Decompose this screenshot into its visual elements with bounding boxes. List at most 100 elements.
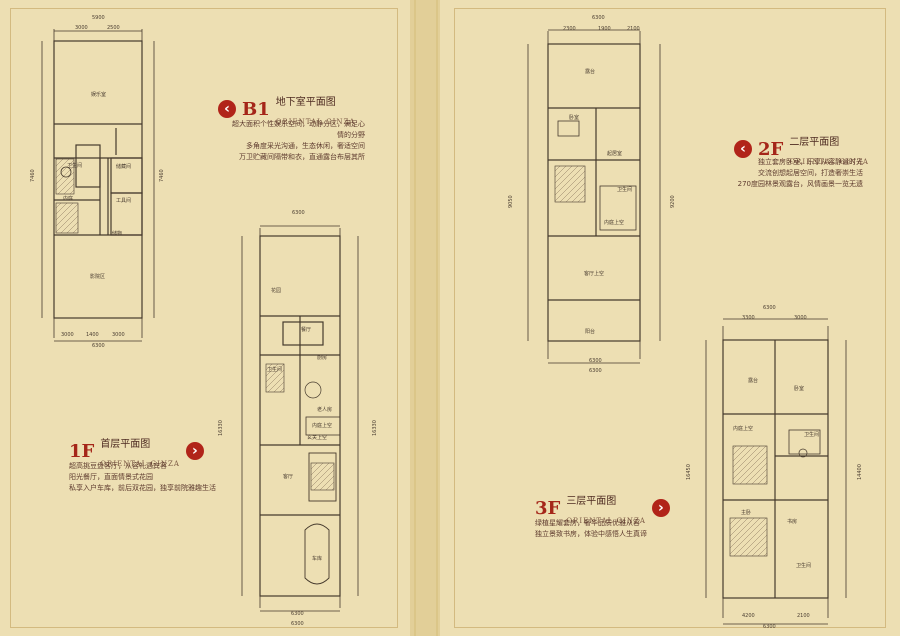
f3-room-label: 内庭上空 [733,425,753,432]
f1-room-label: 车库 [312,555,322,562]
f2-room-label: 卧室 [569,114,579,121]
f2-room-label: 起居室 [607,150,622,157]
f1-room-label: 厨房 [317,354,327,361]
b1-desc-line: 超大面积个性娱乐空间，动静分区，满足心情的分野 [232,120,365,139]
f2-level: 2F [758,138,784,160]
b1-room-label: 娱乐室 [91,91,106,98]
f2-room-label: 内庭上空 [604,219,624,226]
f3-labels: 露台 卧室 书房 卫生间 内庭上空 主卧 卫生间 6300 3300 3000 … [686,305,863,630]
dimension-label: 14400 [857,464,863,480]
dimension-label: 6300 [592,15,605,21]
f2-room-label: 卫生间 [617,186,632,193]
b1-labels: 娱乐室 卫生间 储藏间 工具间 内庭 影院区 储物 5900 3000 2500… [30,15,165,349]
f3-plan [705,318,847,625]
right-page [440,0,900,636]
dimension-label: 1900 [598,26,611,32]
back-arrow-icon: ‹ [734,140,752,158]
b1-desc-line: 多角度采光沟通，生态休闲，奢适空间 [246,142,365,150]
b1-room-label: 影院区 [90,273,105,280]
f1-title-en: ORIENTAL GINZA [100,460,180,468]
f3-desc-line: 独立景致书房，体验中感悟人生真谛 [535,530,647,538]
dimension-label: 2100 [797,613,810,619]
f1-labels: 餐厅 厨房 卫生间 老人房 内庭上空 客厅 车库 玄关上空 花园 6300 16… [218,210,378,627]
b1-room-label: 卫生间 [67,162,82,169]
forward-arrow-icon: › [651,499,670,517]
dimension-label: 6300 [763,305,776,311]
dimension-label: 5900 [92,15,105,21]
f2-room-label: 客厅上空 [584,270,604,277]
dimension-label: 2500 [107,25,120,31]
fold-shadow-right [436,0,438,636]
dimension-label: 1400 [86,332,99,338]
forward-arrow-icon: › [185,442,204,460]
f2-title-cn: 二层平面图 [789,137,840,148]
f2-description: 独立套房卧室，乐享从容静谧时光 交流创想起居空间，打造奢崇生活 270度园林景观… [730,157,863,190]
right-page-border [454,8,886,628]
dimension-label: 16330 [218,420,224,436]
left-page-border [10,8,398,628]
f3-room-label: 书房 [787,518,797,525]
dimension-label: 6300 [291,611,304,617]
f2-title-en: ORIENTAL GINZA [789,158,869,166]
f3-room-label: 卫生间 [796,562,811,569]
f2-desc-line: 270度园林景观露台，风情画景一览无遗 [737,180,863,188]
dimension-label: 6300 [763,624,776,630]
f1-level: 1F [69,440,95,462]
b1-room-label: 储物 [112,230,122,237]
dimension-label: 4200 [742,613,755,619]
b1-level: B1 [242,98,270,120]
dimension-label: 3300 [742,315,755,321]
b1-title: ‹ B1 地下室平面图 ORIENTAL GINZA [218,90,355,128]
dimension-label: 2300 [563,26,576,32]
dimension-label: 16450 [686,464,692,480]
dimension-label: 6300 [292,210,305,216]
f3-desc-line: 绿植星耀套房，奢华品质优雅从容 [535,519,640,527]
f3-room-label: 主卧 [741,509,751,516]
dimension-label: 7460 [159,169,165,182]
dimension-label: 9050 [508,195,514,208]
b1-title-cn: 地下室平面图 [275,97,336,108]
f3-room-label: 露台 [748,377,758,384]
dimension-label: 3000 [112,332,125,338]
f3-room-label: 卧室 [794,385,804,392]
b1-room-label: 内庭 [63,195,73,202]
back-arrow-icon: ‹ [218,100,236,118]
b1-description: 超大面积个性娱乐空间，动静分区，满足心情的分野 多角度采光沟通，生态休闲，奢适空… [230,119,365,163]
dimension-label: 3000 [794,315,807,321]
f2-desc-line: 交流创想起居空间，打造奢崇生活 [758,169,863,177]
dimension-label: 3000 [61,332,74,338]
f1-room-label: 内庭上空 [312,422,332,429]
f1-room-label: 餐厅 [301,326,311,333]
f3-level: 3F [535,497,561,519]
b1-room-label: 储藏间 [116,163,131,170]
fold-shadow-left [414,0,416,636]
f2-desc-line: 独立套房卧室，乐享从容静谧时光 [758,158,863,166]
dimension-label: 2100 [627,26,640,32]
f3-title-cn: 三层平面图 [566,496,617,507]
f2-title: ‹ 2F 二层平面图 ORIENTAL GINZA [734,130,869,168]
f1-title-cn: 首层平面图 [100,439,151,450]
b1-room-label: 工具间 [116,197,131,204]
f3-title-en: ORIENTAL GINZA [566,517,646,525]
f1-room-label: 客厅 [283,473,293,480]
f1-room-label: 老人房 [317,406,332,413]
f1-room-label: 花园 [271,287,281,294]
f3-title: 3F 三层平面图 ORIENTAL GINZA › [535,489,670,527]
f1-title: 1F 首层平面图 ORIENTAL GINZA › [69,432,204,470]
b1-desc-line: 万卫贮藏间隔带和衣，直通露台布层其所 [239,153,365,161]
f1-desc-line: 超高挑豆盘客厅，从容礼遇宾客 [69,462,167,470]
dimension-label: 9200 [670,195,676,208]
dimension-label: 6300 [92,343,105,349]
b1-title-en: ORIENTAL GINZA [275,118,356,126]
f1-plan [241,225,359,612]
f2-plan [527,29,661,364]
f3-description: 绿植星耀套房，奢华品质优雅从容 独立景致书房，体验中感悟人生真谛 [535,518,685,540]
f1-room-label: 卫生间 [267,366,282,373]
f2-labels: 露台 卧室 起居室 内庭上空 卫生间 客厅上空 阳台 6300 2300 190… [508,15,676,374]
f1-desc-line: 私享入户车库，前后双花园，独享前院雅趣生活 [69,484,216,492]
dimension-label: 16330 [372,420,378,436]
dimension-label: 6300 [291,621,304,627]
dimension-label: 3000 [75,25,88,31]
